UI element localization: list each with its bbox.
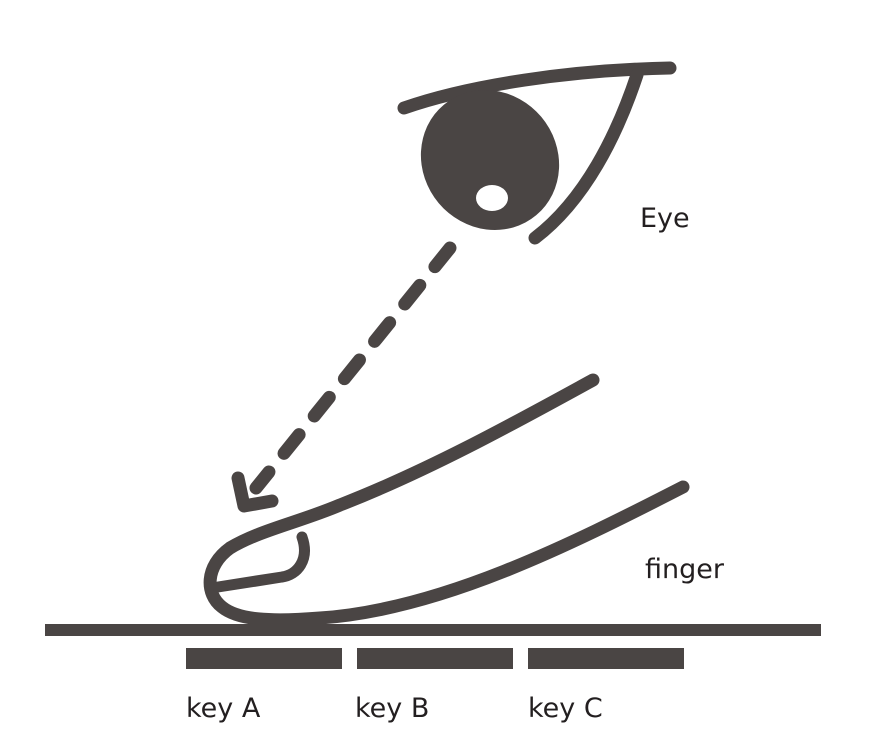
key-a [186,648,342,669]
fingernail [212,531,310,593]
key-b [357,648,513,669]
key-c [528,648,684,669]
finger-icon [203,373,690,627]
eye-pupil-highlight [476,185,508,211]
eye-icon [397,61,677,245]
finger-label: finger [645,554,724,585]
gaze-arrow-line [249,241,457,495]
gaze-arrow-head [231,471,279,513]
keyboard-surface [45,624,821,636]
key-b-label: key B [355,693,430,724]
eye-iris [420,90,560,230]
eye-lower-lid [528,68,644,245]
key-a-label: key A [186,693,261,724]
finger-outline [203,373,690,627]
eye-upper-lid [397,61,677,115]
gaze-arrow [231,241,457,513]
key-c-label: key C [528,693,603,724]
eye-label: Eye [640,203,690,234]
